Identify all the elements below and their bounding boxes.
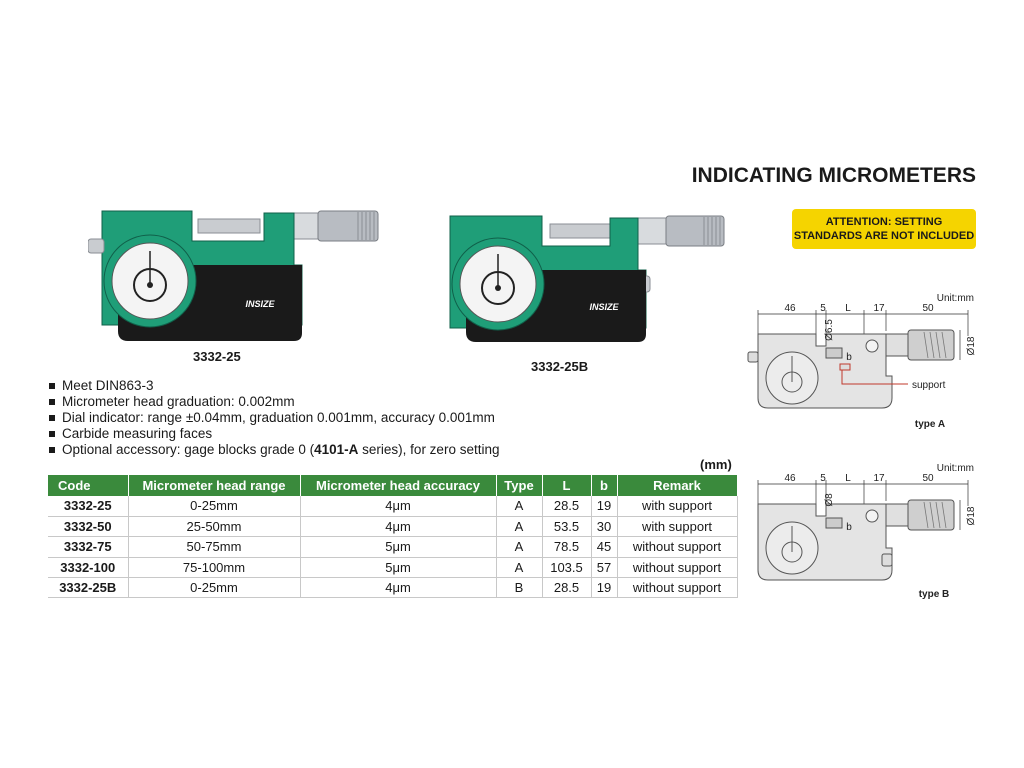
brand-logo: INSIZE xyxy=(245,299,275,309)
dimension-diagram-type-a: Unit:mm 46 5 L 17 50 Ø18 Ø6.5 b support … xyxy=(747,293,977,430)
cell-code: 3332-100 xyxy=(48,557,129,579)
table-row: 3332-100 75-100mm 5μm A 103.5 57 without… xyxy=(48,557,738,579)
cell-code: 3332-50 xyxy=(48,516,129,538)
spec-table: Code Micrometer head range Micrometer he… xyxy=(48,475,738,599)
header-range: Micrometer head range xyxy=(128,475,301,496)
feature-item: Micrometer head graduation: 0.002mm xyxy=(48,394,499,410)
dim-17: 17 xyxy=(873,473,885,484)
brand-logo: INSIZE xyxy=(589,302,619,312)
cell-type: A xyxy=(496,536,543,558)
cell-remark: without support xyxy=(617,577,738,599)
dim-l: L xyxy=(845,473,851,484)
cell-accuracy: 5μm xyxy=(300,536,497,558)
model-label-3332-25B: 3332-25B xyxy=(531,359,589,374)
cell-l: 28.5 xyxy=(542,496,592,517)
attention-line-1: ATTENTION: SETTING xyxy=(825,216,943,228)
cell-code: 3332-25B xyxy=(48,577,129,599)
table-row: 3332-25 0-25mm 4μm A 28.5 19 with suppor… xyxy=(48,496,738,517)
cell-accuracy: 5μm xyxy=(300,557,497,579)
cell-l: 28.5 xyxy=(542,577,592,599)
feature-text: series), for zero setting xyxy=(358,442,500,457)
feature-text: Optional accessory: gage blocks grade 0 … xyxy=(62,442,315,457)
cell-b: 19 xyxy=(591,496,618,517)
feature-item: Meet DIN863-3 xyxy=(48,378,499,394)
header-l: L xyxy=(542,475,592,496)
dim-50: 50 xyxy=(922,473,934,484)
header-type: Type xyxy=(496,475,543,496)
cell-range: 75-100mm xyxy=(128,557,301,579)
feature-list: Meet DIN863-3 Micrometer head graduation… xyxy=(48,378,499,458)
feature-item: Dial indicator: range ±0.04mm, graduatio… xyxy=(48,410,499,426)
type-a-label: type A xyxy=(915,419,945,430)
cell-l: 78.5 xyxy=(542,536,592,558)
cell-type: A xyxy=(496,496,543,517)
header-b: b xyxy=(591,475,618,496)
cell-code: 3332-25 xyxy=(48,496,129,517)
dim-b: b xyxy=(846,352,852,363)
cell-b: 57 xyxy=(591,557,618,579)
cell-b: 19 xyxy=(591,577,618,599)
page-title: INDICATING MICROMETERS xyxy=(691,164,976,187)
header-accuracy: Micrometer head accuracy xyxy=(300,475,497,496)
table-header-row: Code Micrometer head range Micrometer he… xyxy=(48,475,738,496)
cell-accuracy: 4μm xyxy=(300,516,497,538)
model-label-3332-25: 3332-25 xyxy=(193,349,241,364)
dim-diameter-anvil: Ø6.5 xyxy=(824,319,835,341)
attention-badge: ATTENTION: SETTING STANDARDS ARE NOT INC… xyxy=(792,209,976,249)
cell-l: 103.5 xyxy=(542,557,592,579)
dim-46: 46 xyxy=(784,473,796,484)
cell-type: A xyxy=(496,516,543,538)
micrometer-3332-25-image: INSIZE xyxy=(88,210,379,341)
dim-diameter-head: Ø18 xyxy=(966,336,977,355)
cell-range: 0-25mm xyxy=(128,496,301,517)
feature-item: Carbide measuring faces xyxy=(48,426,499,442)
type-b-label: type B xyxy=(919,589,950,600)
cell-accuracy: 4μm xyxy=(300,496,497,517)
attention-line-2: STANDARDS ARE NOT INCLUDED xyxy=(793,230,975,242)
cell-range: 50-75mm xyxy=(128,536,301,558)
cell-type: A xyxy=(496,557,543,579)
dim-diameter-head: Ø18 xyxy=(966,506,977,525)
cell-range: 0-25mm xyxy=(128,577,301,599)
feature-item: Optional accessory: gage blocks grade 0 … xyxy=(48,442,499,458)
header-code: Code xyxy=(48,475,129,496)
micrometer-3332-25B-image: INSIZE xyxy=(449,215,725,342)
diagram-unit: Unit:mm xyxy=(937,293,974,304)
table-row: 3332-50 25-50mm 4μm A 53.5 30 with suppo… xyxy=(48,516,738,538)
cell-b: 30 xyxy=(591,516,618,538)
cell-code: 3332-75 xyxy=(48,536,129,558)
cell-l: 53.5 xyxy=(542,516,592,538)
header-remark: Remark xyxy=(617,475,738,496)
dim-diameter-anvil: Ø8 xyxy=(824,493,835,507)
dimension-diagram-type-b: Unit:mm 46 5 L 17 50 Ø18 Ø8 b type B xyxy=(757,463,977,600)
cell-range: 25-50mm xyxy=(128,516,301,538)
table-row: 3332-25B 0-25mm 4μm B 28.5 19 without su… xyxy=(48,577,738,599)
cell-accuracy: 4μm xyxy=(300,577,497,599)
cell-remark: with support xyxy=(617,496,738,517)
support-label: support xyxy=(912,380,946,391)
cell-remark: with support xyxy=(617,516,738,538)
cell-remark: without support xyxy=(617,557,738,579)
dim-17: 17 xyxy=(873,303,885,314)
dim-b: b xyxy=(846,522,852,533)
dim-5: 5 xyxy=(820,303,826,314)
cell-remark: without support xyxy=(617,536,738,558)
table-unit: (mm) xyxy=(700,457,732,472)
dim-l: L xyxy=(845,303,851,314)
cell-type: B xyxy=(496,577,543,599)
diagram-unit: Unit:mm xyxy=(937,463,974,474)
dim-50: 50 xyxy=(922,303,934,314)
dim-46: 46 xyxy=(784,303,796,314)
dim-5: 5 xyxy=(820,473,826,484)
table-row: 3332-75 50-75mm 5μm A 78.5 45 without su… xyxy=(48,536,738,558)
cell-b: 45 xyxy=(591,536,618,558)
feature-accessory-code: 4101-A xyxy=(314,442,359,457)
